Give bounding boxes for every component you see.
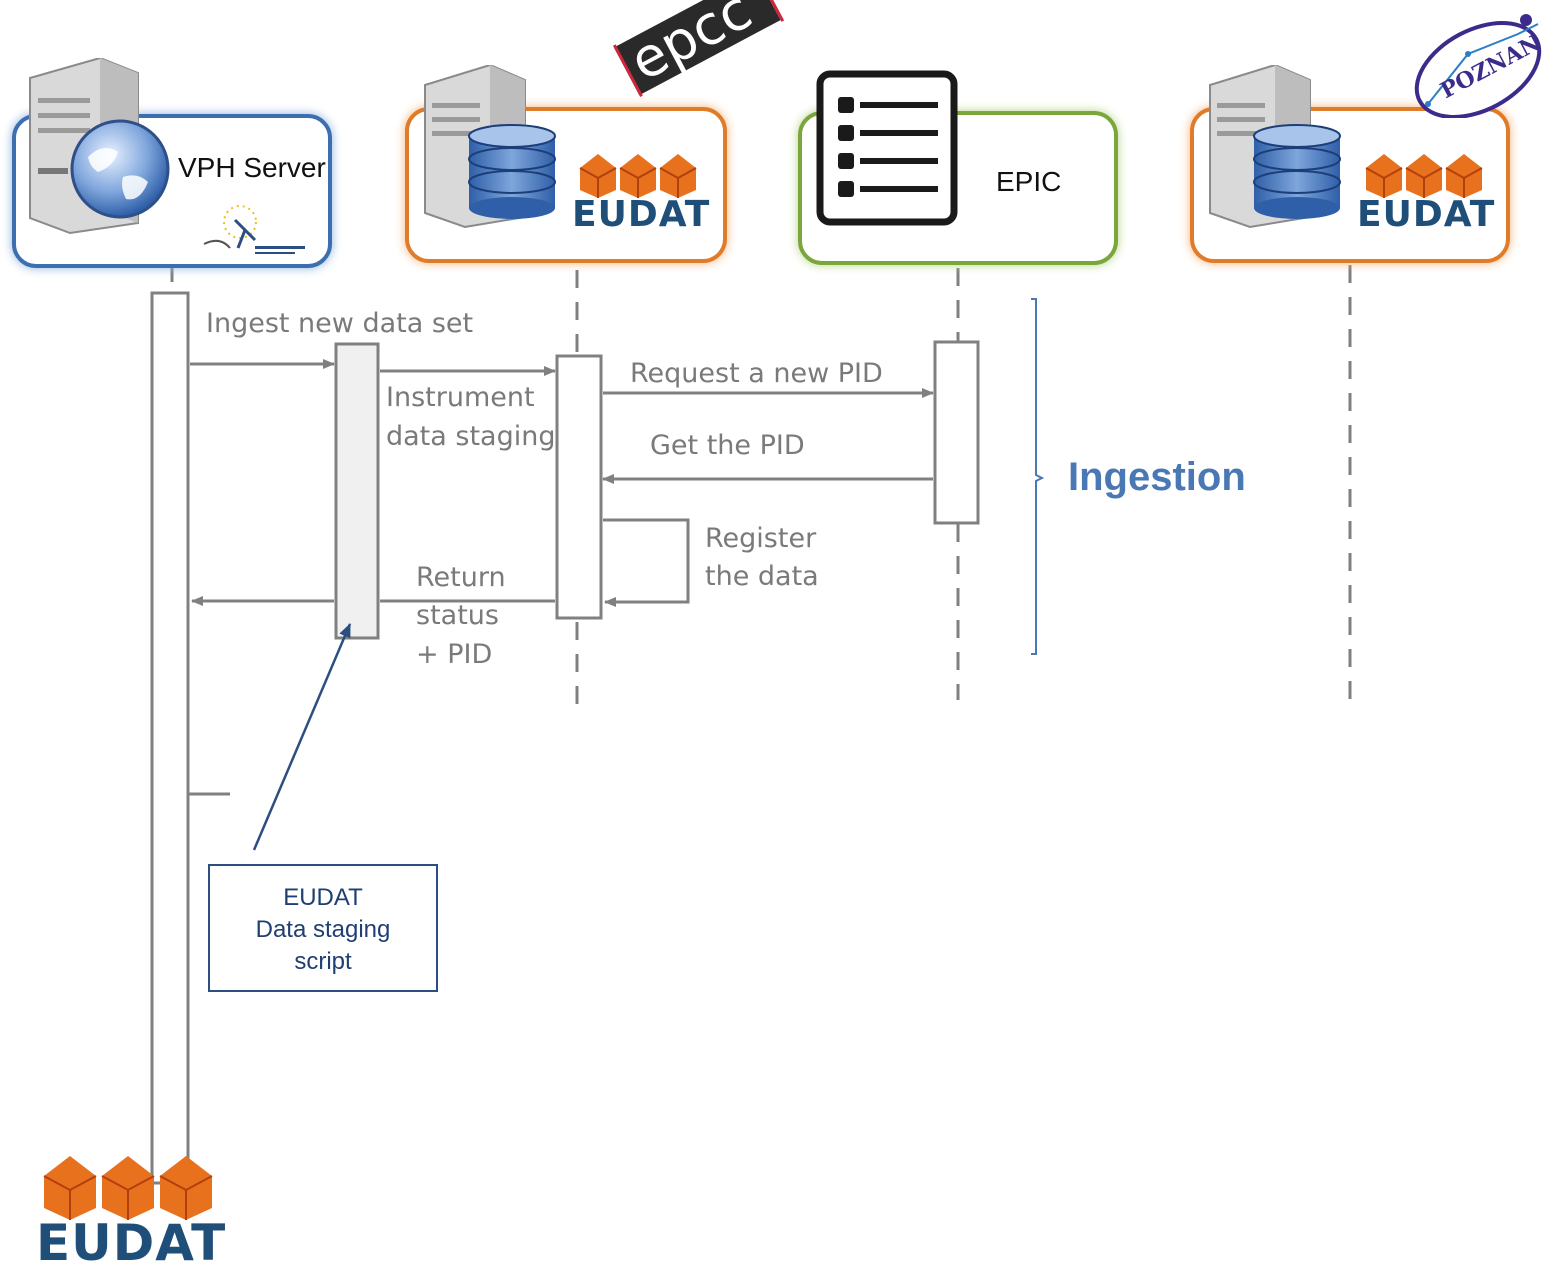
msg-get-pid-label: Get the PID: [650, 430, 805, 461]
database-icon: [1253, 124, 1341, 219]
activation-epcc: [555, 354, 603, 620]
note-staging-script: EUDAT Data staging script: [208, 864, 438, 992]
arrow-register-self: [603, 518, 690, 607]
msg-register-label-1: Register: [705, 523, 817, 554]
note-pointer-arrow: [252, 623, 352, 851]
database-icon: [468, 124, 556, 219]
msg-return-label-1: Return: [416, 562, 506, 593]
poznan-logo: POZNAN: [1408, 14, 1548, 118]
msg-return-label-3: + PID: [416, 639, 493, 670]
globe-icon: [70, 119, 170, 219]
list-document-icon: [816, 70, 958, 226]
msg-ingest-label: Ingest new data set: [206, 308, 474, 339]
eudat-wordmark: EUDAT: [1357, 194, 1496, 235]
vph-server-label: VPH Server: [178, 152, 326, 183]
activation-vph: [150, 291, 190, 1185]
msg-return-label-2: status: [416, 600, 499, 631]
msg-staging-label-2: data staging: [386, 421, 556, 452]
eudat-cubes-logo: [579, 154, 697, 198]
note-line-2: Data staging: [255, 916, 391, 943]
eudat-wordmark: EUDAT: [572, 194, 711, 235]
ingestion-bracket: [1031, 298, 1045, 655]
msg-register-label-2: the data: [705, 561, 819, 592]
phase-label-ingestion: Ingestion: [1068, 455, 1246, 499]
note-line-1: EUDAT: [283, 884, 363, 911]
activation-staging-script: [334, 342, 380, 640]
msg-request-pid-label: Request a new PID: [630, 358, 883, 389]
note-line-3: script: [294, 948, 352, 975]
msg-staging-label-1: Instrument: [386, 382, 535, 413]
footer-eudat-wordmark: EUDAT: [36, 1214, 227, 1272]
footer-eudat-cubes-logo: [43, 1156, 213, 1220]
activation-epic: [933, 340, 980, 525]
epic-label: EPIC: [996, 166, 1062, 197]
eudat-cubes-logo: [1365, 154, 1483, 198]
vph-network-logo: [203, 205, 305, 254]
